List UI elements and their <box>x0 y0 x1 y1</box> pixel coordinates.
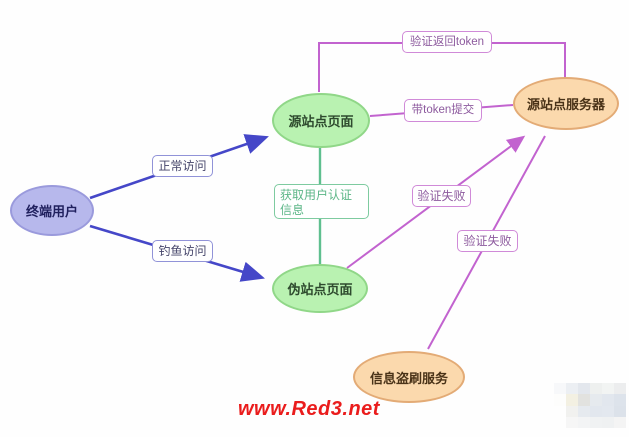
edge-label-phishing-access: 钓鱼访问 <box>152 240 213 262</box>
node-info-theft-service: 信息盗刷服务 <box>353 351 465 403</box>
node-fake-site-page: 伪站点页面 <box>272 264 368 313</box>
node-terminal-user: 终端用户 <box>10 185 94 236</box>
edge-label-token-submit: 带token提交 <box>404 99 482 122</box>
edge-label-token-return: 验证返回token <box>402 31 492 53</box>
node-origin-site-page: 源站点页面 <box>272 93 370 148</box>
watermark-text: www.Red3.net <box>238 398 380 420</box>
edge-label-verify-fail-1: 验证失败 <box>412 185 471 207</box>
pixelated-censor-patch <box>554 383 626 428</box>
node-origin-site-server: 源站点服务器 <box>513 77 619 130</box>
edge-label-get-auth-info: 获取用户认证信息 <box>274 184 369 219</box>
edge-label-verify-fail-2: 验证失败 <box>457 230 518 252</box>
edge-label-normal-access: 正常访问 <box>152 155 213 177</box>
